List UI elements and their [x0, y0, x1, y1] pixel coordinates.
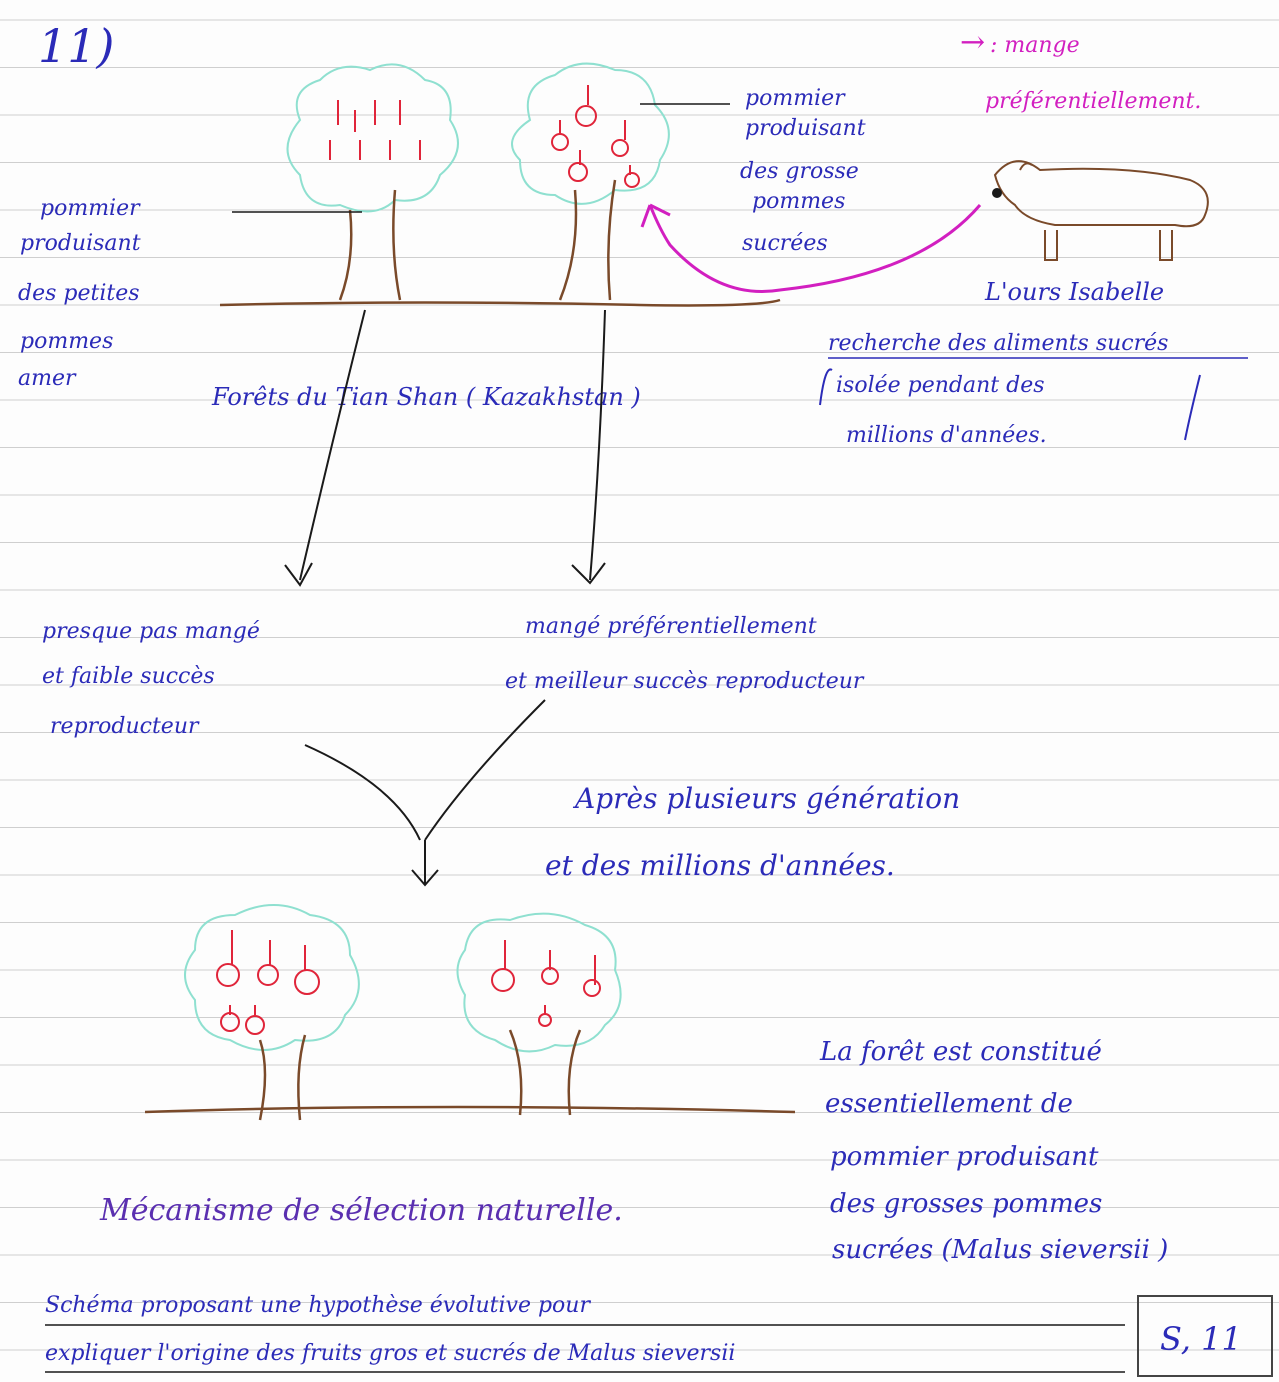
svg-text:des grosse: des grosse	[740, 159, 859, 184]
svg-text:et des millions d'années.: et des millions d'années.	[545, 849, 895, 882]
svg-text:reproducteur: reproducteur	[50, 714, 200, 739]
pink-arrow	[648, 204, 982, 294]
svg-text:pommier: pommier	[40, 196, 141, 221]
bear-label: L'ours Isabelle	[984, 278, 1164, 306]
svg-text:presque pas mangé: presque pas mangé	[42, 619, 260, 644]
svg-text:produisant: produisant	[745, 116, 866, 141]
mechanism-title: Mécanisme de sélection naturelle.	[99, 1193, 623, 1228]
svg-text:produisant: produisant	[20, 231, 141, 256]
tree-big-fruits	[511, 62, 730, 301]
reference-box	[1137, 1295, 1273, 1377]
ground-bottom	[144, 1105, 796, 1114]
label-tree-big: pommier produisant des grosse pommes suc…	[740, 86, 866, 256]
svg-text:amer: amer	[18, 366, 77, 391]
result-note: La forêt est constitué essentiellement d…	[819, 1037, 1168, 1265]
legend-text-2: préférentiellement.	[985, 89, 1201, 114]
tree-bottom-left	[184, 904, 360, 1121]
svg-text:et meilleur succès reproducteu: et meilleur succès reproducteur	[505, 669, 865, 694]
svg-text:pommes: pommes	[752, 189, 845, 214]
svg-text:Après plusieurs génération: Après plusieurs génération	[572, 782, 960, 815]
forest-label: Forêts du Tian Shan ( Kazakhstan )	[211, 383, 641, 411]
label-tree-small: pommier produisant des petites pommes am…	[18, 196, 141, 391]
legend-arrow: →	[960, 25, 985, 60]
arrows-down	[284, 309, 606, 887]
svg-text:essentiellement de: essentiellement de	[825, 1089, 1073, 1119]
tree-small-fruits	[286, 63, 459, 301]
bear-note-3: millions d'années.	[846, 423, 1047, 448]
svg-text:pommier produisant: pommier produisant	[830, 1142, 1099, 1172]
legend-text-1: : mange	[990, 33, 1080, 58]
left-outcome: presque pas mangé et faible succès repro…	[42, 619, 260, 739]
svg-text:des grosses pommes: des grosses pommes	[830, 1189, 1102, 1219]
svg-text:mangé préférentiellement: mangé préférentiellement	[525, 614, 817, 639]
svg-text:des petites: des petites	[18, 281, 140, 306]
reference-label: S, 11	[1160, 1320, 1242, 1358]
generations-note: Après plusieurs génération et des millio…	[545, 782, 960, 882]
svg-text:sucrées: sucrées	[742, 231, 828, 256]
right-outcome: mangé préférentiellement et meilleur suc…	[505, 614, 865, 694]
svg-text:sucrées (Malus sieversii ): sucrées (Malus sieversii )	[832, 1235, 1168, 1265]
bear-drawing	[992, 160, 1209, 261]
svg-text:La forêt est constitué: La forêt est constitué	[819, 1037, 1102, 1067]
svg-text:pommes: pommes	[20, 329, 113, 354]
svg-text:et faible succès: et faible succès	[42, 664, 215, 689]
svg-text:pommier: pommier	[745, 86, 846, 111]
ruled-lines	[0, 19, 1279, 1351]
bear-note-2: isolée pendant des	[836, 373, 1045, 398]
tree-bottom-right	[456, 912, 622, 1116]
ground-top	[219, 298, 781, 307]
page-number: 11)	[38, 19, 114, 73]
caption-line-1: Schéma proposant une hypothèse évolutive…	[45, 1293, 591, 1318]
bear-note-1: recherche des aliments sucrés	[828, 331, 1168, 356]
caption-line-2: expliquer l'origine des fruits gros et s…	[45, 1341, 735, 1366]
